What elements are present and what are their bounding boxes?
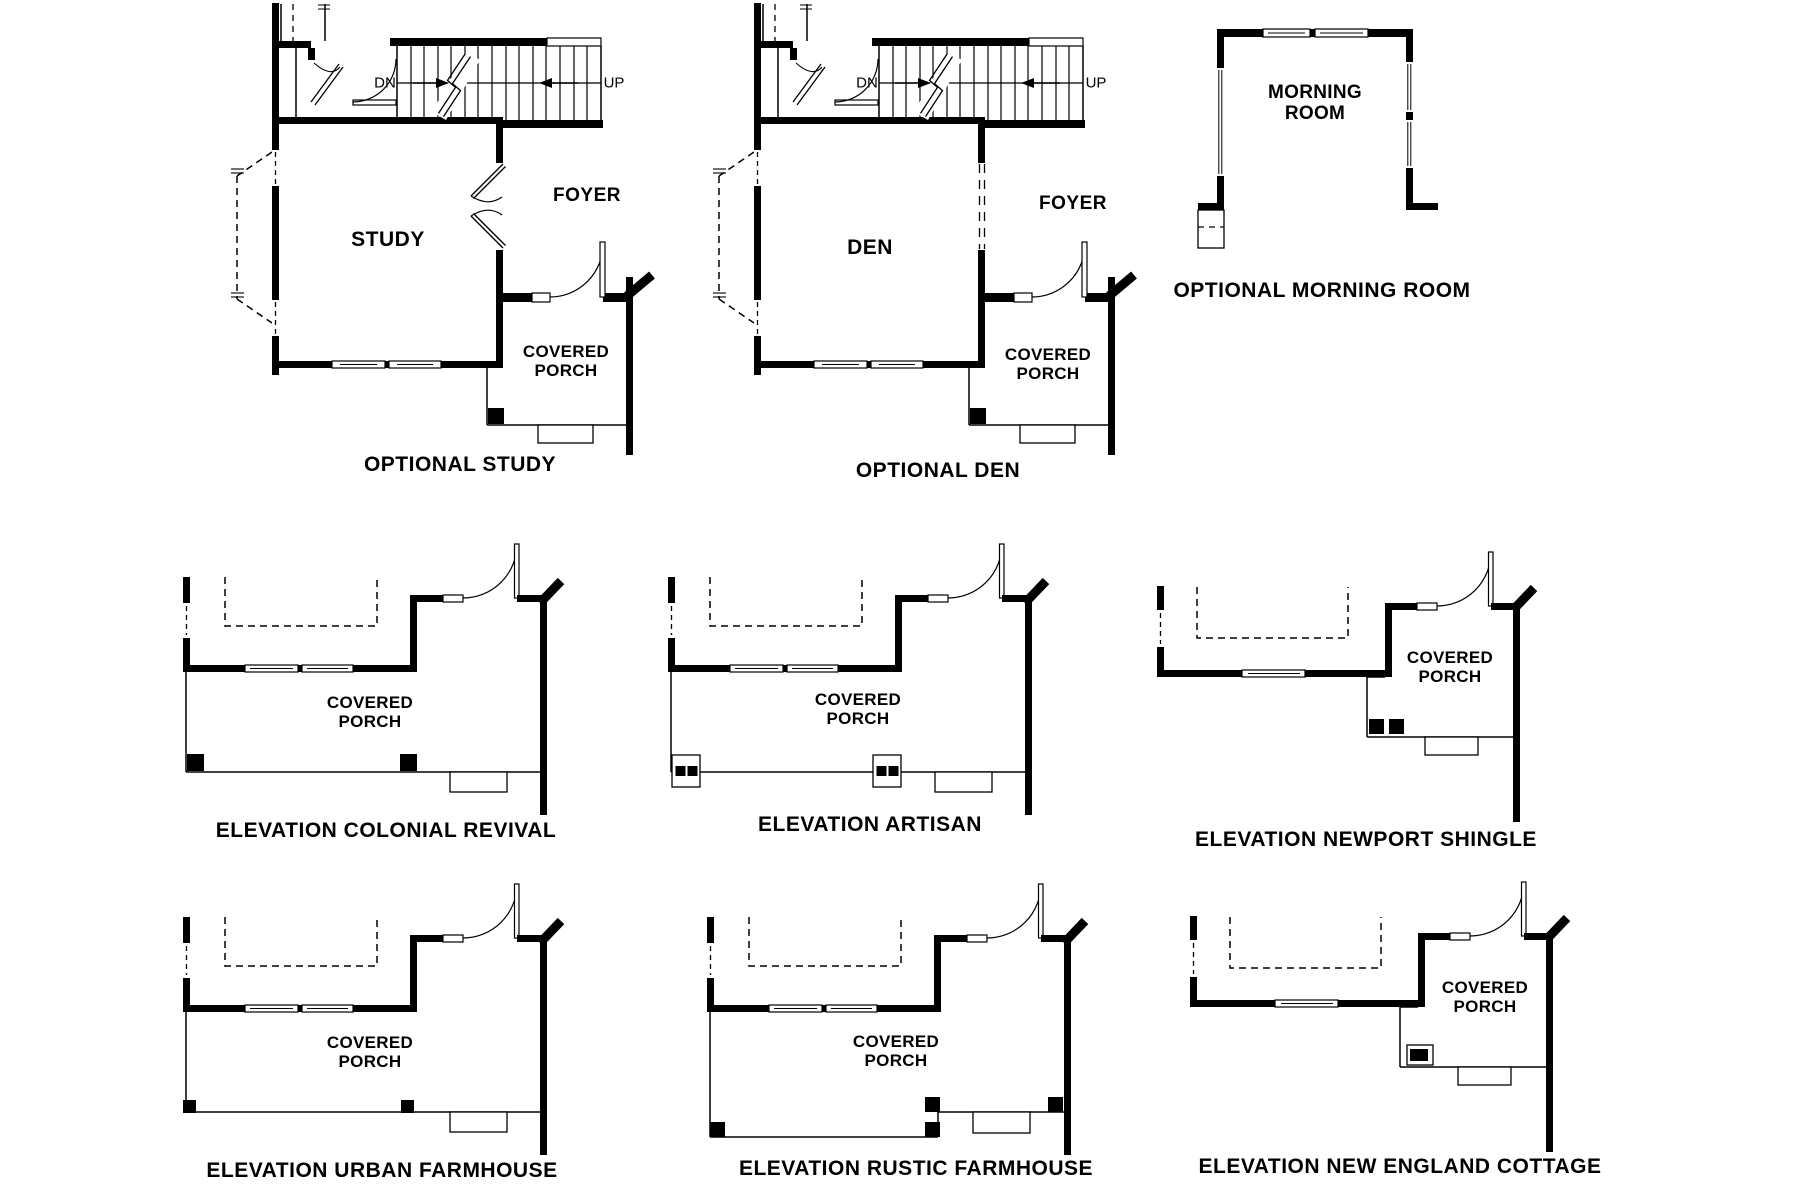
newport-caption: ELEVATION NEWPORT SHINGLE — [1195, 828, 1537, 851]
elevation-colonial-revival-drawing — [183, 544, 561, 815]
rustic-caption: ELEVATION RUSTIC FARMHOUSE — [738, 1157, 1094, 1180]
elevation-artisan-drawing — [668, 544, 1046, 815]
colonial-porch-label: COVERED PORCH — [326, 693, 414, 731]
den-stairs-dn-label: DN — [856, 74, 878, 92]
optional-den-drawing — [713, 3, 1134, 455]
study-foyer-label: FOYER — [553, 185, 621, 206]
study-porch-label: COVERED PORCH — [522, 342, 610, 380]
elevation-new-england-cottage-drawing — [1190, 882, 1567, 1152]
den-porch-label: COVERED PORCH — [1004, 345, 1092, 383]
study-stairs-dn-label: DN — [374, 74, 396, 92]
optional-morning-room-drawing — [1197, 28, 1438, 249]
artisan-porch-label: COVERED PORCH — [814, 690, 902, 728]
urban-caption: ELEVATION URBAN FARMHOUSE — [206, 1159, 558, 1182]
elevation-newport-shingle-drawing — [1157, 552, 1534, 822]
morning-room-caption: OPTIONAL MORNING ROOM — [1173, 279, 1471, 302]
morning-room-label: MORNING ROOM — [1268, 82, 1362, 124]
urban-porch-label: COVERED PORCH — [326, 1033, 414, 1071]
den-room-label: DEN — [847, 236, 893, 259]
elevation-rustic-farmhouse-drawing — [707, 884, 1085, 1155]
den-stairs-up-label: UP — [1085, 74, 1107, 92]
newport-porch-label: COVERED PORCH — [1406, 648, 1494, 686]
study-caption: OPTIONAL STUDY — [363, 453, 557, 476]
study-stairs-up-label: UP — [603, 74, 625, 92]
rustic-porch-label: COVERED PORCH — [852, 1032, 940, 1070]
cottage-caption: ELEVATION NEW ENGLAND COTTAGE — [1198, 1155, 1602, 1178]
study-room-label: STUDY — [351, 228, 425, 251]
den-caption: OPTIONAL DEN — [855, 459, 1021, 482]
artisan-caption: ELEVATION ARTISAN — [758, 813, 982, 836]
cottage-porch-label: COVERED PORCH — [1441, 978, 1529, 1016]
optional-study-drawing — [231, 3, 652, 455]
den-foyer-label: FOYER — [1039, 193, 1107, 214]
elevation-urban-farmhouse-drawing — [183, 884, 561, 1155]
colonial-caption: ELEVATION COLONIAL REVIVAL — [215, 819, 557, 842]
